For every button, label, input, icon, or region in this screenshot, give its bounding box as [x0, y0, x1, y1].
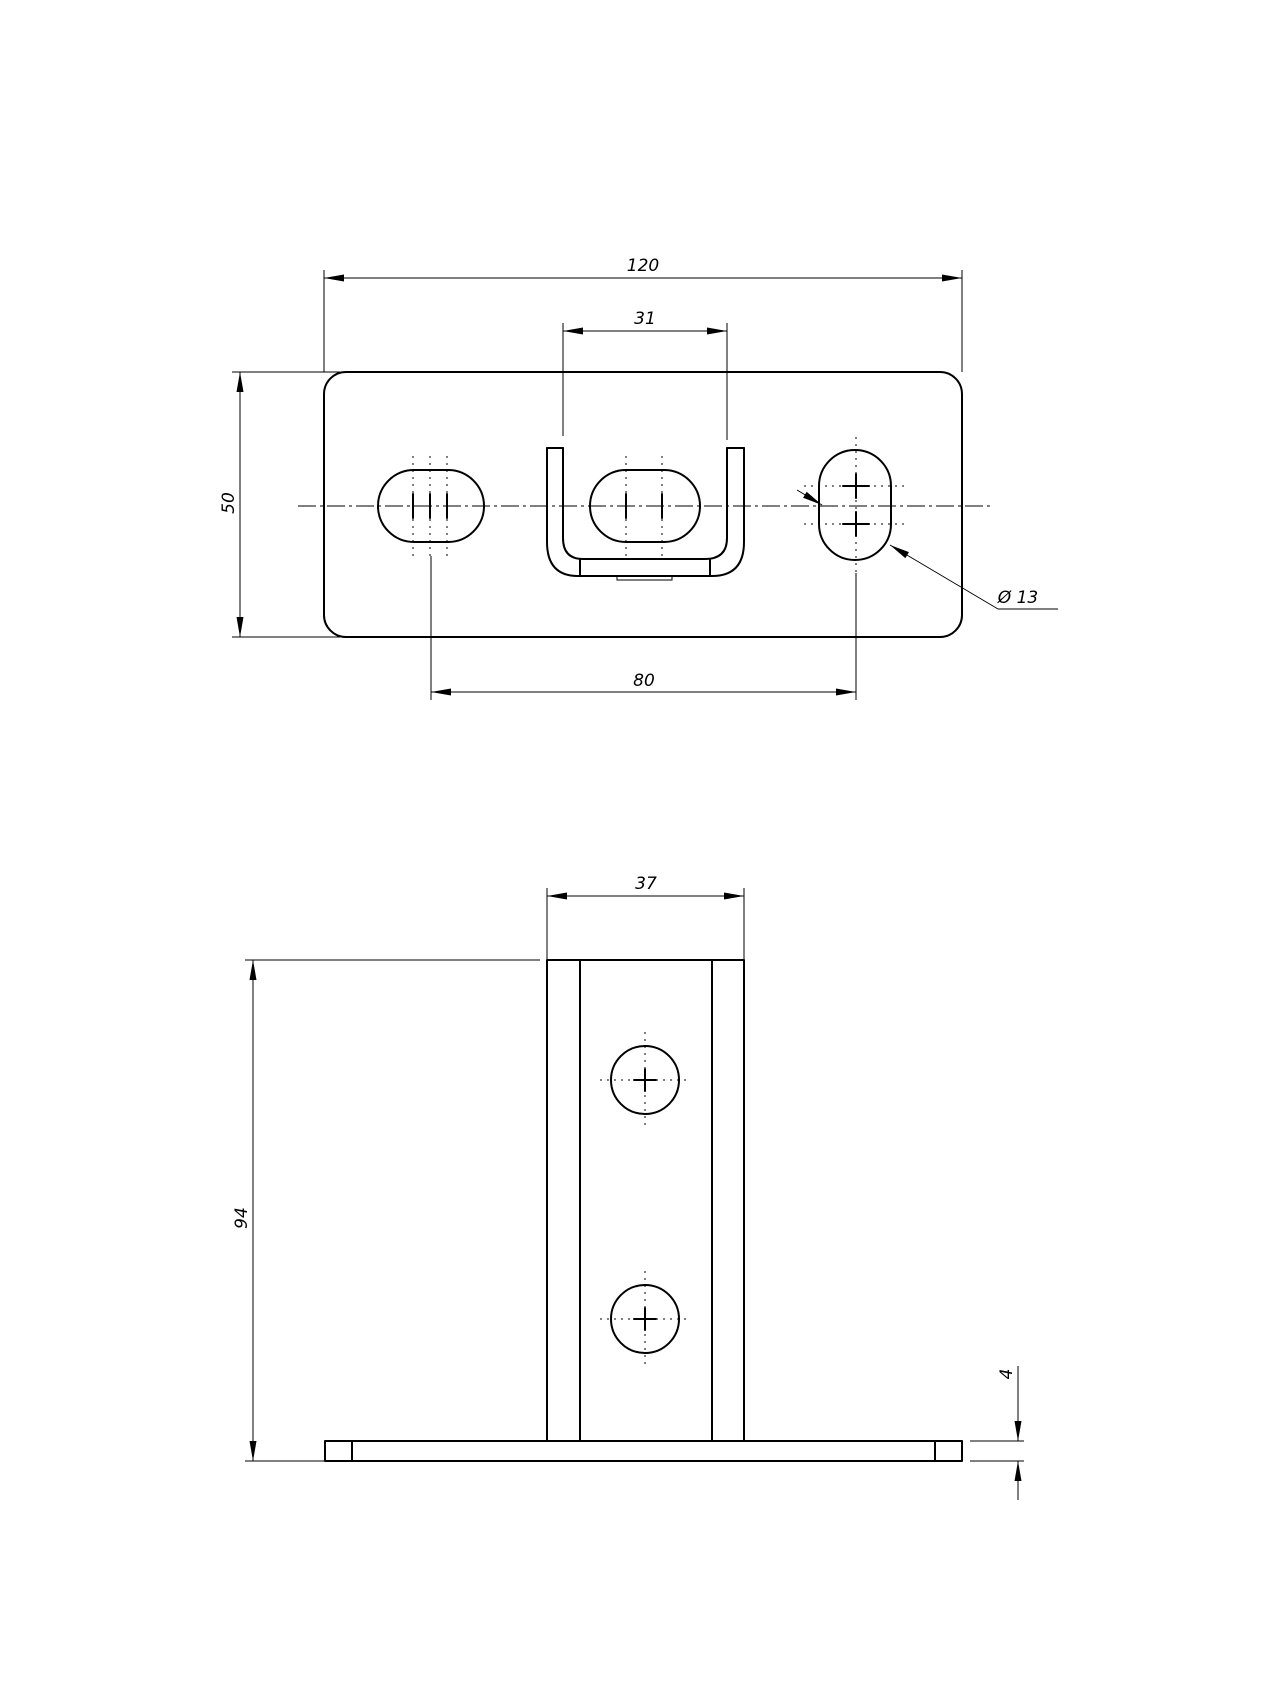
dim-post-width: 37 [635, 874, 657, 894]
dimension-120: 120 [323, 256, 963, 372]
dim-base-thickness: 4 [997, 1369, 1017, 1380]
dim-overall-width: 50 [219, 492, 239, 514]
dim-hole-diameter: Ø 13 [997, 588, 1038, 608]
dimension-4: 4 [970, 1366, 1024, 1500]
dimension-50: 50 [219, 371, 340, 638]
dim-overall-length: 120 [627, 256, 659, 276]
dimension-94: 94 [232, 959, 540, 1462]
front-view: 37 94 4 [232, 874, 1024, 1500]
dim-height: 94 [232, 1207, 252, 1229]
dimension-31: 31 [562, 309, 728, 440]
dim-hole-spacing: 80 [633, 671, 655, 691]
upper-hole [600, 1032, 690, 1128]
dimension-diameter-13: Ø 13 [796, 489, 1058, 610]
lower-hole [600, 1271, 690, 1367]
middle-slot [589, 456, 701, 556]
left-slot [377, 456, 485, 556]
dimension-37: 37 [546, 874, 745, 960]
dimension-80: 80 [430, 556, 857, 700]
base-plate-outline [323, 371, 963, 638]
base-plate [324, 1440, 963, 1462]
right-slot [804, 437, 908, 573]
dim-channel-width: 31 [634, 309, 656, 329]
top-view: 120 31 50 80 Ø 13 [219, 256, 1058, 700]
channel-section [546, 447, 745, 581]
